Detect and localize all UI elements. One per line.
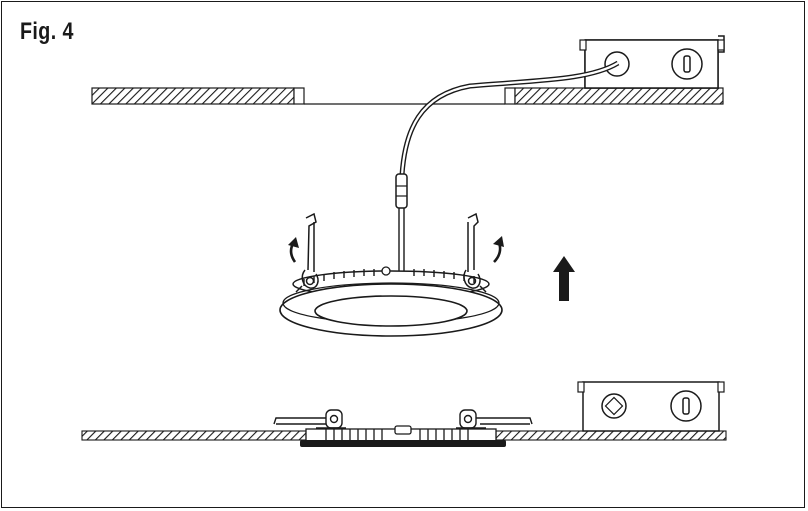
- figure-label: Fig. 4: [20, 18, 74, 45]
- ceiling-top-left: [91, 87, 305, 105]
- power-cable: [395, 60, 620, 272]
- junction-box-top: [579, 35, 725, 89]
- curved-arrow-icon: [493, 236, 504, 263]
- installed-led-panel: [300, 425, 506, 447]
- curved-arrow-icon: [288, 237, 299, 263]
- spring-clip-left: [295, 212, 319, 293]
- ceiling-top-right: [504, 87, 724, 105]
- installed-clip-right: [456, 409, 533, 429]
- up-arrow-icon: [553, 256, 575, 301]
- installed-clip-left: [273, 409, 346, 429]
- spring-clip-right: [463, 212, 487, 293]
- junction-box-bottom: [577, 381, 725, 432]
- led-panel: [279, 266, 503, 337]
